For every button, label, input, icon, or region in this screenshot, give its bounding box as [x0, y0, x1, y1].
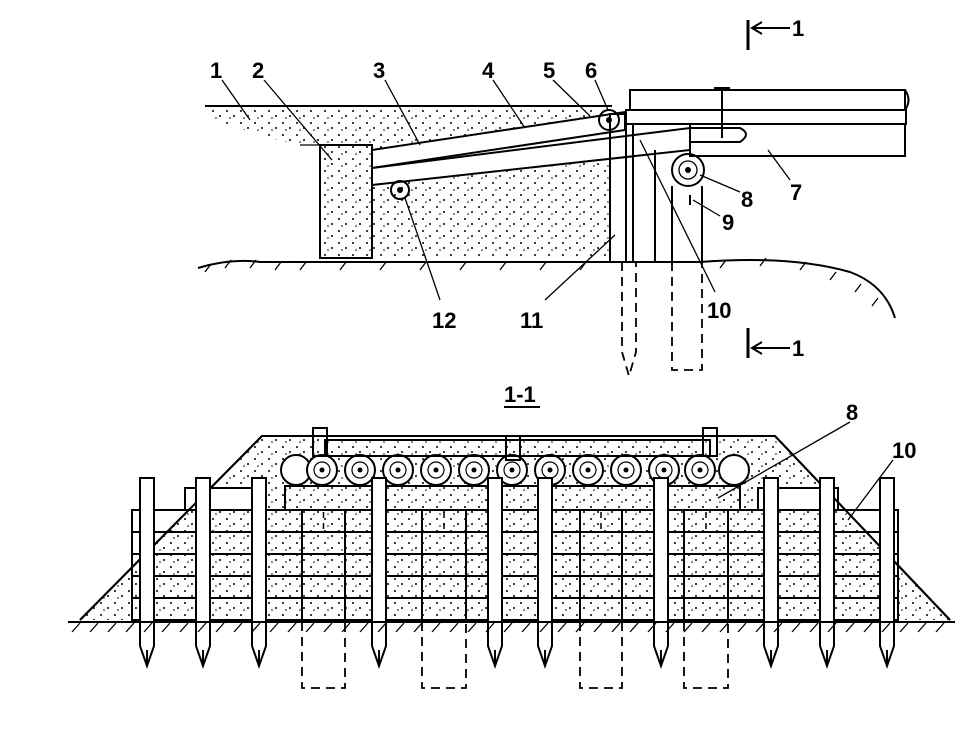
- callout-6: 6: [585, 58, 597, 83]
- callout-2: 2: [252, 58, 264, 83]
- roller-12-core: [397, 187, 403, 193]
- deck-curb-right: [702, 427, 718, 457]
- roller-6-core: [606, 117, 612, 123]
- roller: [382, 454, 414, 486]
- cross-section: 1-1: [68, 382, 955, 689]
- callout-3: 3: [373, 58, 385, 83]
- section-marker-bottom: 1: [792, 336, 804, 361]
- roller-6: [598, 109, 620, 131]
- deck-slab: [324, 439, 711, 457]
- embankment-fill: [207, 106, 605, 258]
- ground-hatch-bottom: [71, 622, 945, 633]
- longitudinal-section: 1 1 1 2 3 4 5 6 7 8 9 10 11 12: [197, 16, 910, 380]
- bridge-beam: [689, 123, 906, 157]
- roller: [420, 454, 452, 486]
- callout-8-section: 8: [846, 400, 858, 425]
- section-marker-top: 1: [792, 16, 804, 41]
- slope-right: [774, 435, 951, 621]
- callout-10-section: 10: [892, 438, 916, 463]
- ground-hatch-top: [204, 257, 879, 307]
- leader-8: [717, 421, 851, 499]
- roller-8-core: [685, 167, 691, 173]
- callout-7: 7: [790, 180, 802, 205]
- deck-curb-left: [312, 427, 328, 457]
- section-arrow-bottom: [750, 341, 790, 355]
- inner-fill: [372, 160, 610, 258]
- callout-12: 12: [432, 308, 456, 333]
- roller: [344, 454, 376, 486]
- roller: [684, 454, 716, 486]
- timber-pile: [487, 477, 503, 670]
- roller: [496, 454, 528, 486]
- timber-pile: [653, 477, 669, 670]
- roller: [718, 454, 750, 486]
- concrete-pile: [579, 510, 623, 689]
- callout-10: 10: [707, 298, 731, 323]
- roller-12: [390, 180, 410, 200]
- timber-pile: [879, 477, 895, 670]
- timber-pile: [763, 477, 779, 670]
- slope-left: [79, 435, 263, 621]
- timber-pile: [251, 477, 267, 670]
- bridge-deck-gravel: [625, 109, 907, 125]
- bridge-deck-end: [904, 89, 910, 111]
- cap-beam: [284, 485, 741, 511]
- concrete-pile: [683, 510, 729, 689]
- pile-9-below: [671, 262, 703, 371]
- roller: [458, 454, 490, 486]
- ground-line-top: [197, 258, 896, 319]
- section-title: 1-1: [504, 382, 536, 407]
- concrete-piles: [301, 510, 729, 689]
- deck-center-post: [505, 435, 521, 461]
- pile-10-below: [621, 262, 637, 380]
- callout-9: 9: [722, 210, 734, 235]
- concrete-pile: [421, 510, 467, 689]
- leaders-top: [221, 79, 791, 301]
- roller-8-inner: [678, 160, 698, 180]
- roller: [306, 454, 338, 486]
- roller: [610, 454, 642, 486]
- timber-pile: [537, 477, 553, 670]
- slab-nose: [690, 127, 747, 143]
- callout-5: 5: [543, 58, 555, 83]
- timber-pile: [371, 477, 387, 670]
- timber-pile: [139, 477, 155, 670]
- concrete-pile: [301, 510, 346, 689]
- callout-8: 8: [741, 187, 753, 212]
- callout-1: 1: [210, 58, 222, 83]
- section-arrow-top: [750, 21, 790, 35]
- callout-11: 11: [520, 308, 543, 333]
- roller-8: [671, 153, 705, 187]
- timber-pile: [819, 477, 835, 670]
- bridge-deck-top: [629, 89, 906, 111]
- callout-4: 4: [482, 58, 495, 83]
- roller: [572, 454, 604, 486]
- timber-pile: [195, 477, 211, 670]
- leader-10: [847, 459, 894, 521]
